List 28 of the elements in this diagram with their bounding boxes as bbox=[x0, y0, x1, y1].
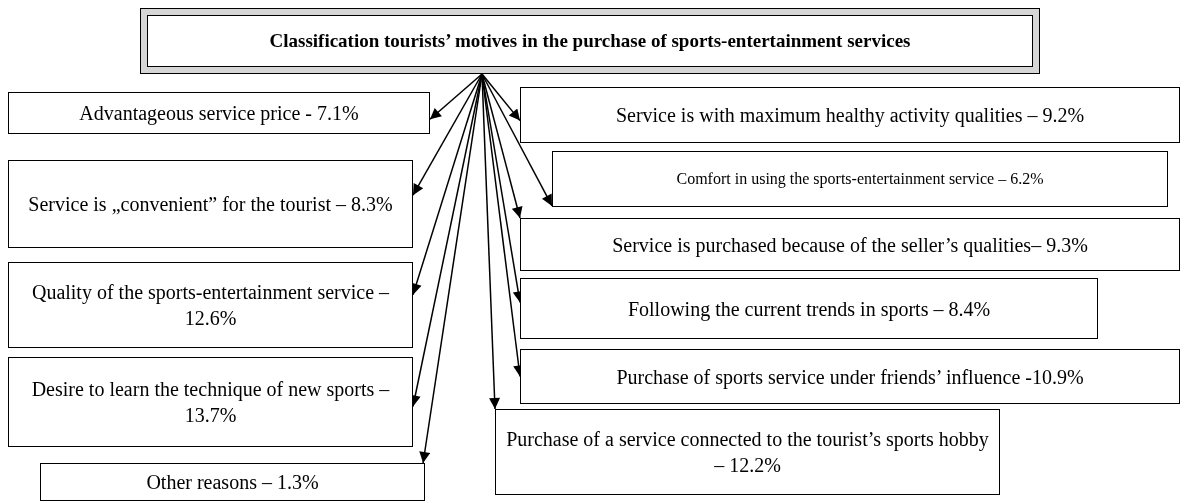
motive-text: Following the current trends in sports – 8.4% bbox=[627, 296, 991, 322]
motive-text: Other reasons – 1.3% bbox=[146, 470, 319, 495]
motive-text: Quality of the sports-entertainment service – 12.6% bbox=[30, 280, 391, 331]
motive-box bbox=[520, 218, 1180, 271]
motive-text: Comfort in using the sports-entertainment service – 6.2% bbox=[676, 168, 1044, 190]
motive-text: Service is with maximum healthy activity qualities – 9.2% bbox=[615, 103, 1085, 128]
motive-text: Purchase of a service connected to the tourist’s sports hobby – 12.2% bbox=[505, 427, 990, 478]
motive-box bbox=[8, 92, 430, 134]
motive-box bbox=[8, 160, 413, 248]
motive-text: Advantageous service price - 7.1% bbox=[79, 101, 359, 126]
arrow bbox=[429, 73, 483, 121]
motive-box bbox=[520, 87, 1180, 143]
arrow bbox=[481, 73, 553, 207]
motive-text: Service is „convenient” for the tourist – 8.3% bbox=[28, 192, 393, 217]
motive-box bbox=[495, 409, 1000, 495]
arrow bbox=[481, 73, 521, 122]
motive-box bbox=[520, 349, 1180, 404]
motive-box bbox=[8, 262, 413, 348]
motive-text: Service is purchased because of the seller’s qualities– 9.3% bbox=[612, 232, 1088, 258]
motive-box bbox=[552, 151, 1168, 207]
arrow bbox=[412, 73, 483, 196]
title-box bbox=[140, 8, 1040, 74]
motive-text: Desire to learn the technique of new sports – 13.7% bbox=[30, 377, 391, 428]
motive-text: Purchase of sports service under friends’ influence -10.9% bbox=[616, 364, 1084, 390]
title-text: Classification tourists’ motives in the purchase of sports-entertainment services bbox=[147, 15, 1033, 67]
motive-box bbox=[520, 278, 1098, 339]
motive-box bbox=[8, 357, 413, 447]
motive-box bbox=[40, 463, 425, 501]
